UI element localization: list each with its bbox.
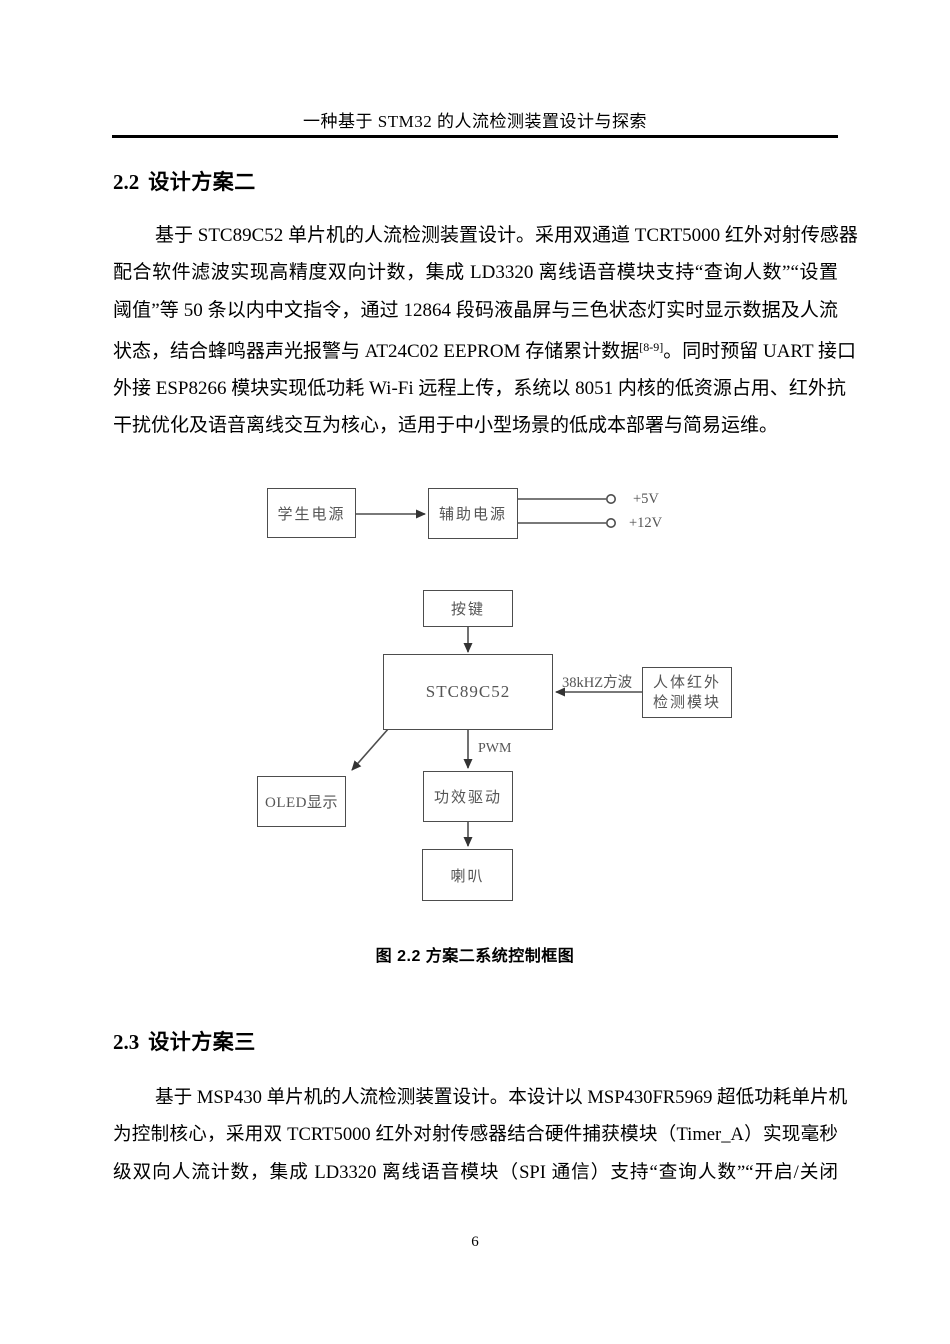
header-title: 一种基于 STM32 的人流检测装置设计与探索 [303,112,647,131]
citation-superscript: [8-9] [639,339,664,354]
label-38khz-square-wave: 38kHZ方波 [562,675,633,691]
line-text: 。同时预留 UART 接口 [663,340,856,362]
label-plus-12v: +12V [629,515,663,531]
block-speaker: 喇叭 [422,849,513,901]
paragraph-line: 阈值”等 50 条以内中文指令，通过 12864 段码液晶屏与三色状态灯实时显示… [113,299,838,321]
terminal-circle-5v [605,493,616,504]
section-2-2-heading: 2.2 设计方案二 [113,166,256,196]
paragraph-line: 为控制核心，采用双 TCRT5000 红外对射传感器结合硬件捕获模块（Timer… [113,1124,838,1146]
block-mcu: STC89C52 [383,654,553,730]
ir-module-line1: 人体红外 [652,674,721,691]
paragraph-line: 外接 ESP8266 模块实现低功耗 Wi-Fi 远程上传，系统以 8051 内… [113,378,846,400]
paragraph-line: 状态，结合蜂鸣器声光报警与 AT24C02 EEPROM 存储累计数据[8-9]… [113,329,856,370]
section-title: 设计方案二 [148,171,256,194]
block-aux-power: 辅助电源 [428,488,518,539]
figure-block-diagram: 学生电源 辅助电源 +5V +12V 按键 STC89C52 38kHZ方波 人… [0,470,950,910]
block-ir-module: 人体红外检测模块 [642,667,732,718]
block-student-power: 学生电源 [267,488,356,538]
section-2-3-heading: 2.3 设计方案三 [113,1026,256,1056]
paragraph-line: 干扰优化及语音离线交互为核心，适用于中小型场景的低成本部署与简易运维。 [113,415,779,437]
block-amp-driver: 功效驱动 [423,771,513,822]
label-pwm: PWM [478,741,512,756]
paragraph-line: 基于 STC89C52 单片机的人流检测装置设计。采用双通道 TCRT5000 … [155,225,858,246]
paragraph-line: 级双向人流计数，集成 LD3320 离线语音模块（SPI 通信）支持“查询人数”… [113,1161,838,1183]
page-number: 6 [471,1234,479,1250]
header-rule [112,135,838,138]
section-title: 设计方案三 [148,1031,256,1054]
ir-module-line2: 检测模块 [652,694,721,711]
section-number: 2.3 [113,1030,140,1054]
section-number: 2.2 [113,170,140,194]
section-2-2-paragraph: 基于 STC89C52 单片机的人流检测装置设计。采用双通道 TCRT5000 … [113,217,858,445]
figure-connectors [351,493,642,847]
block-key: 按键 [423,590,513,627]
figure-caption: 图 2.2 方案二系统控制框图 [375,948,575,965]
terminal-circle-12v [605,517,616,528]
line-text: 状态，结合蜂鸣器声光报警与 AT24C02 EEPROM 存储累计数据 [113,340,640,362]
label-plus-5v: +5V [633,491,659,507]
section-2-3-paragraph: 基于 MSP430 单片机的人流检测装置设计。本设计以 MSP430FR5969… [113,1079,848,1191]
paragraph-line: 基于 MSP430 单片机的人流检测装置设计。本设计以 MSP430FR5969… [155,1087,848,1108]
block-oled: OLED显示 [257,776,346,827]
paragraph-line: 配合软件滤波实现高精度双向计数，集成 LD3320 离线语音模块支持“查询人数”… [113,262,838,284]
